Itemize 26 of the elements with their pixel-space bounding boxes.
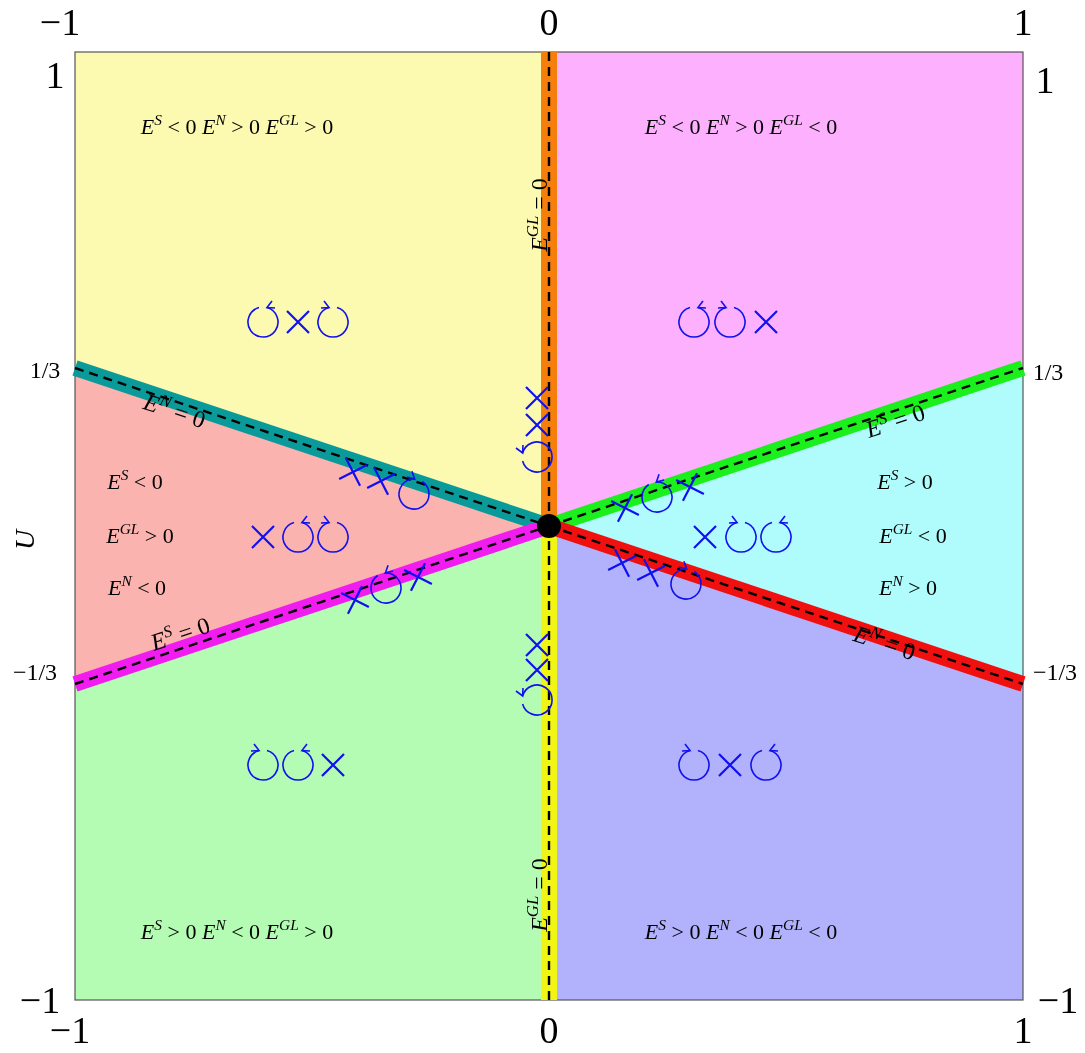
region-condition: E$^{S}$ > 0 E$^{N}$ < 0 E$^{GL}$ > 0 bbox=[140, 917, 334, 943]
region-condition: E$^{S}$ < 0 bbox=[107, 467, 163, 493]
region-condition: E$^{S}$ < 0 E$^{N}$ > 0 E$^{GL}$ < 0 bbox=[644, 112, 838, 138]
tick-label: −1 bbox=[19, 981, 61, 1019]
tick-label: 0 bbox=[539, 3, 559, 41]
tick-label: 1 bbox=[1035, 61, 1055, 99]
boundary-label: E$^{N}$ = 0 bbox=[850, 619, 920, 665]
region-condition: E$^{S}$ < 0 E$^{N}$ > 0 E$^{GL}$ > 0 bbox=[140, 112, 334, 138]
region-condition: E$^{S}$ > 0 E$^{N}$ < 0 E$^{GL}$ < 0 bbox=[644, 917, 838, 943]
region-condition: E$^{S}$ > 0 bbox=[877, 467, 933, 493]
tick-label: 1/3 bbox=[29, 358, 61, 382]
region-condition: E$^{N}$ < 0 bbox=[107, 573, 167, 599]
tick-label: −1/3 bbox=[1032, 660, 1078, 684]
tick-label: 1 bbox=[1013, 3, 1033, 41]
tick-label: −1 bbox=[1037, 981, 1079, 1019]
axis-label: U bbox=[11, 529, 39, 551]
tick-label: 0 bbox=[539, 1011, 559, 1049]
tick-label: 1/3 bbox=[1032, 360, 1064, 384]
boundary-label: E$^{S}$ = 0 bbox=[147, 611, 213, 655]
region-condition: E$^{GL}$ > 0 bbox=[106, 521, 174, 547]
tick-label: −1 bbox=[39, 3, 81, 41]
region-condition: E$^{GL}$ < 0 bbox=[879, 521, 947, 547]
tick-label: 1 bbox=[1013, 1011, 1033, 1049]
tick-label: 1 bbox=[45, 56, 65, 94]
region-condition: E$^{N}$ > 0 bbox=[878, 573, 938, 599]
tick-label: −1/3 bbox=[12, 660, 58, 684]
